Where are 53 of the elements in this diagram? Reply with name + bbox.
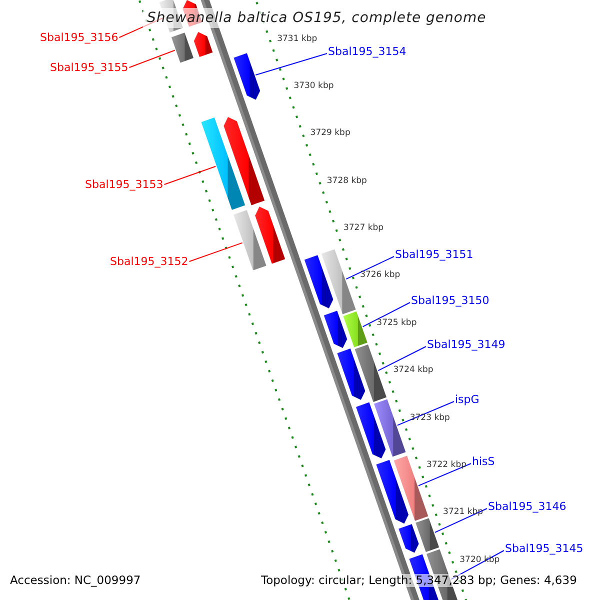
gene-block [356,402,386,458]
tick-label: 3727 kbp [343,222,384,236]
gene-bar [374,399,406,457]
tick-label: 3728 kbp [326,174,367,188]
leader-line [128,50,176,68]
gene-bar [354,344,386,402]
gene-block [398,524,419,553]
gene-label: hisS [472,455,495,468]
leader-line [450,550,504,580]
gene-bar [234,210,266,270]
tick-label: 3720 kbp [460,554,500,567]
gene-bar [416,518,440,552]
leader-line [378,346,426,372]
tick-label: 3722 kbp [426,459,466,472]
gene-block [324,310,348,348]
gene-bar [171,32,194,63]
footer-text: Accession: NC_009997 [8,574,143,587]
gene-block [304,255,334,308]
tick-label: 3731 kbp [277,32,318,46]
gene-block [255,206,286,264]
leader-line [346,256,394,280]
tick-label: 3725 kbp [376,316,417,330]
gene-label: Sbal195_3154 [328,45,406,58]
gene-label: Sbal195_3151 [395,248,474,261]
gene-block [337,348,366,400]
leader-line [188,242,243,262]
gene-block [376,460,408,524]
leader-line [164,166,216,185]
leader-line [362,302,410,328]
gene-bar [343,311,368,348]
gene-label: Sbal195_3146 [488,500,566,513]
tick-label: 3730 kbp [294,80,334,93]
gene-label: Sbal195_3153 [85,178,164,191]
leader-line [418,463,472,486]
gene-block [234,53,260,100]
gene-bar [201,118,246,210]
gene-label: Sbal195_3156 [40,31,118,44]
footer-text: Topology: circular; Length: 5,347,283 bp; Genes: 4,639 [259,574,579,587]
gene-label: Sbal195_3150 [411,294,490,307]
tick-label: 3724 kbp [393,364,434,378]
tick-label: 3726 kbp [360,269,400,282]
tick-label: 3729 kbp [310,127,350,140]
gene-label: Sbal195_3145 [505,542,584,555]
gene-block [224,117,265,206]
leader-line [255,53,328,76]
gene-label: Sbal195_3155 [50,61,128,74]
gene-label: Sbal195_3152 [110,255,188,268]
gene-label: ispG [455,393,480,406]
gene-block [194,32,213,57]
gene-label: Sbal195_3149 [427,338,506,351]
leader-line [434,508,488,533]
gene-bar [394,456,428,521]
leader-line [118,17,164,38]
